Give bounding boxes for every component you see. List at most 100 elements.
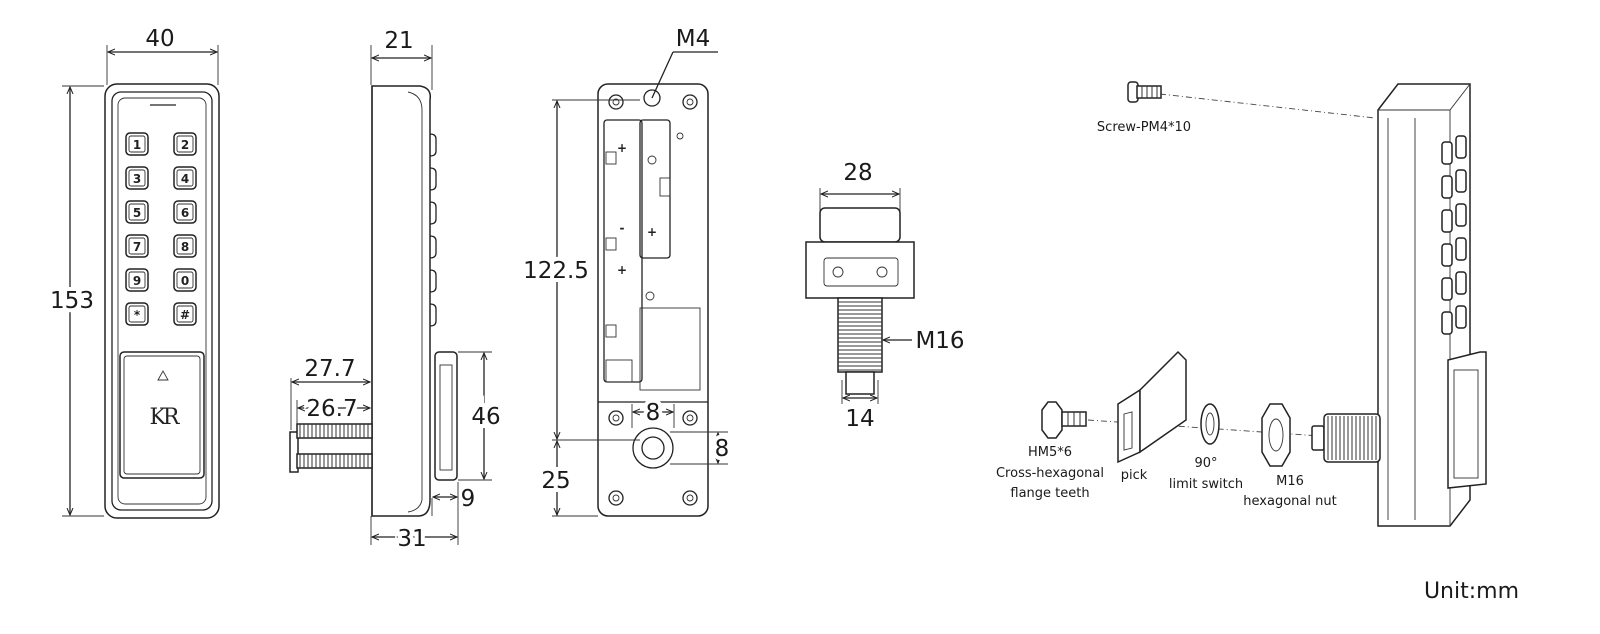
- keypad-key-label: 9: [133, 274, 141, 288]
- cam-threaded-stem: [837, 297, 883, 373]
- screw-hole: [608, 490, 624, 506]
- exploded-key: [1455, 135, 1467, 159]
- side-key-bump: [429, 303, 437, 327]
- exploded-key: [1455, 203, 1467, 227]
- keypad-key-label: 7: [133, 240, 141, 254]
- card-indicator-icon: [157, 370, 169, 381]
- flange-label-type: Cross-hexagonal: [996, 466, 1104, 481]
- label-area: [639, 307, 701, 391]
- exploded-key: [1441, 141, 1453, 165]
- keypad-key: 6: [173, 200, 197, 224]
- side-spindle: [289, 423, 373, 473]
- keypad-key: 7: [125, 234, 149, 258]
- keypad-key-label: 0: [181, 274, 189, 288]
- screw-hole: [682, 490, 698, 506]
- keypad-key: 9: [125, 268, 149, 292]
- side-cam: [434, 351, 458, 481]
- spindle-outer-label: 27.7: [304, 356, 355, 382]
- keypad-face: [111, 91, 213, 511]
- battery-plus-1: +: [617, 141, 627, 155]
- side-key-bump: [429, 167, 437, 191]
- side-body: [371, 85, 432, 517]
- exploded-key: [1455, 237, 1467, 261]
- card-reader-area: [119, 351, 205, 479]
- front-view: 40 153 1 2 3 4 5 6 7 8 9 0 * # KR: [46, 26, 220, 519]
- side-depth-label: 21: [384, 28, 413, 54]
- exploded-key: [1455, 169, 1467, 193]
- keypad-keys: 1 2 3 4 5 6 7 8 9 0 * #: [125, 132, 197, 326]
- keypad-key-label: 1: [133, 138, 141, 152]
- cam-height-label: 46: [471, 404, 500, 430]
- side-view: 21 46 27.7 26.7 9: [289, 28, 505, 556]
- reset-button-icon: [676, 132, 684, 140]
- switch-label-name: limit switch: [1169, 477, 1243, 492]
- keypad-key-label: #: [180, 308, 190, 322]
- flange-label-size: HM5*6: [1028, 445, 1072, 460]
- exploded-key: [1441, 175, 1453, 199]
- keypad-key: 5: [125, 200, 149, 224]
- side-total-depth-label: 31: [397, 526, 426, 552]
- exploded-key: [1441, 277, 1453, 301]
- nut-label-name: hexagonal nut: [1243, 494, 1336, 509]
- keypad-key-label: 2: [181, 138, 189, 152]
- cam-top: [819, 207, 901, 243]
- keypad-key: 4: [173, 166, 197, 190]
- keypad-key-label: 3: [133, 172, 141, 186]
- back-screw-holes: [608, 89, 698, 506]
- hole-spacing-label: 122.5: [523, 258, 589, 284]
- unit-label: Unit:mm: [1424, 579, 1519, 604]
- screw-hole: [682, 94, 698, 110]
- screw-hole: [608, 410, 624, 426]
- hole-height-label: 8: [715, 436, 730, 462]
- body-spindle: [1311, 413, 1381, 463]
- keypad-key: #: [173, 302, 197, 326]
- exploded-key: [1441, 243, 1453, 267]
- cam-view: 28 M16 14: [805, 160, 965, 432]
- keypad-key-label: 6: [181, 206, 189, 220]
- nut-label-size: M16: [1276, 474, 1304, 489]
- side-key-bump: [429, 235, 437, 259]
- cam-stem-tip: [845, 371, 875, 395]
- m4-hole: [643, 89, 661, 107]
- keypad-key-label: 8: [181, 240, 189, 254]
- side-key-bump: [429, 269, 437, 293]
- hole-width-label: 8: [646, 400, 661, 426]
- spindle-hole: [632, 427, 674, 469]
- cam-flange: [805, 241, 915, 299]
- bottom-offset-label: 25: [541, 468, 570, 494]
- keypad-key-label: 5: [133, 206, 141, 220]
- cam-offset-label: 9: [461, 486, 476, 512]
- battery-plus-2: +: [617, 263, 627, 277]
- keypad-key: *: [125, 302, 149, 326]
- keypad-key-label: *: [134, 308, 141, 322]
- screw-hole: [608, 94, 624, 110]
- screw-hole: [682, 410, 698, 426]
- front-width-label: 40: [145, 26, 174, 52]
- keypad-key: 1: [125, 132, 149, 156]
- thread-label: M16: [915, 328, 964, 354]
- exploded-key: [1441, 209, 1453, 233]
- spindle-inner-label: 26.7: [306, 396, 357, 422]
- hex-nut-icon: [1261, 403, 1291, 467]
- battery-plus-3: +: [647, 225, 657, 239]
- front-height-label: 153: [50, 288, 94, 314]
- battery-minus-1: -: [620, 221, 625, 235]
- flange-label-desc: flange teeth: [1010, 486, 1089, 501]
- exploded-key: [1455, 271, 1467, 295]
- keypad-key-label: 4: [181, 172, 189, 186]
- side-key-bump: [429, 201, 437, 225]
- screw-label: Screw-PM4*10: [1097, 120, 1191, 135]
- switch-label-angle: 90°: [1194, 456, 1217, 471]
- side-key-bump: [429, 133, 437, 157]
- keypad-key: 2: [173, 132, 197, 156]
- flange-screw-icon: [1041, 401, 1087, 439]
- keypad-key: 0: [173, 268, 197, 292]
- exploded-view: Screw-PM4*10: [996, 81, 1487, 527]
- lock-cam: [1447, 351, 1487, 489]
- pick-icon: [1117, 388, 1141, 464]
- side-key-bumps: [429, 133, 437, 327]
- exploded-keys: [1441, 135, 1467, 335]
- kr-logo: KR: [150, 405, 181, 430]
